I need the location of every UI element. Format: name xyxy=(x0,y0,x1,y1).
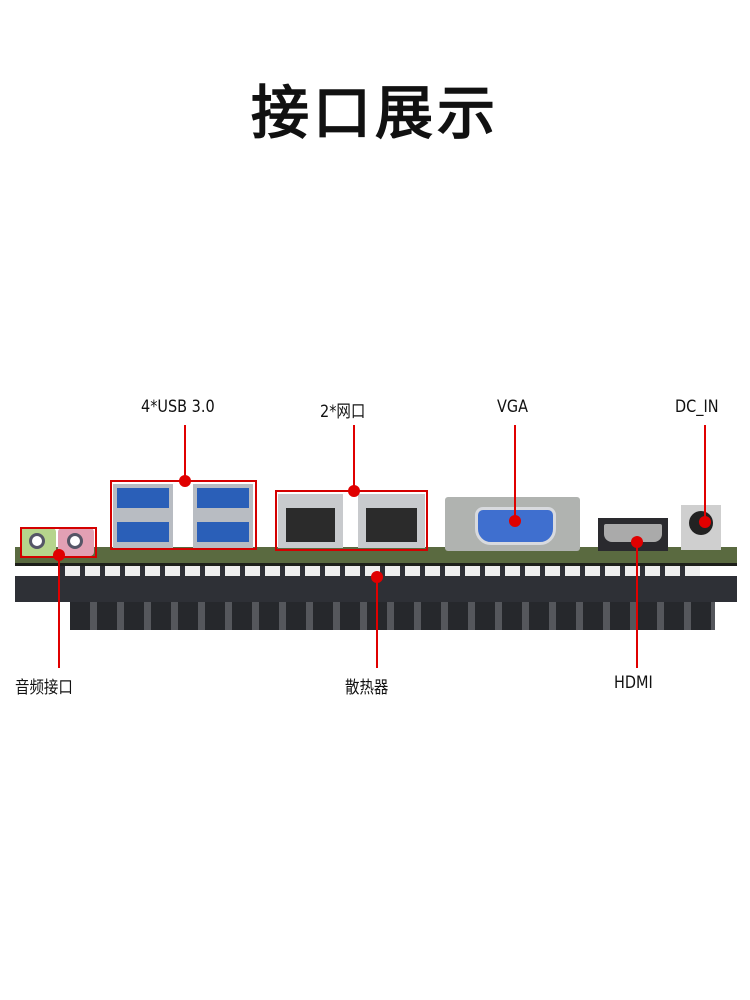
page-title: 接口展示 xyxy=(250,79,499,147)
hdmi-callout-dot xyxy=(631,536,643,548)
dc-jack xyxy=(681,505,721,550)
usb-callout-line xyxy=(184,425,186,480)
audio-jack-green xyxy=(20,528,56,556)
vga-callout-dot xyxy=(509,515,521,527)
heatsink-callout-line xyxy=(376,577,378,668)
audio-label: 音频接口 xyxy=(15,678,73,698)
usb-stack-1 xyxy=(113,484,173,548)
dc-callout-dot xyxy=(699,516,711,528)
lan-callout-line xyxy=(353,425,355,490)
lan-port-1 xyxy=(278,494,343,548)
hdmi-callout-line xyxy=(636,542,638,668)
heatsink-callout-dot xyxy=(371,571,383,583)
audio-callout-dot xyxy=(53,549,65,561)
vga-callout-line xyxy=(514,425,516,520)
dc-callout-line xyxy=(704,425,706,521)
heatsink-fins xyxy=(70,602,715,630)
lan-label: 2*网口 xyxy=(320,402,366,422)
hdmi-label: HDMI xyxy=(614,673,653,693)
pcb xyxy=(15,547,737,566)
usb-label: 4*USB 3.0 xyxy=(141,397,215,417)
usb-highlight-box xyxy=(110,480,257,550)
lan-callout-dot xyxy=(348,485,360,497)
usb-stack-2 xyxy=(193,484,253,548)
dc-in-label: DC_IN xyxy=(675,397,719,417)
lan-highlight-box xyxy=(275,490,428,551)
vga-label: VGA xyxy=(497,397,528,417)
usb-callout-dot xyxy=(179,475,191,487)
lan-port-2 xyxy=(358,494,425,548)
heatsink-label: 散热器 xyxy=(345,678,389,698)
audio-callout-line xyxy=(58,555,60,668)
